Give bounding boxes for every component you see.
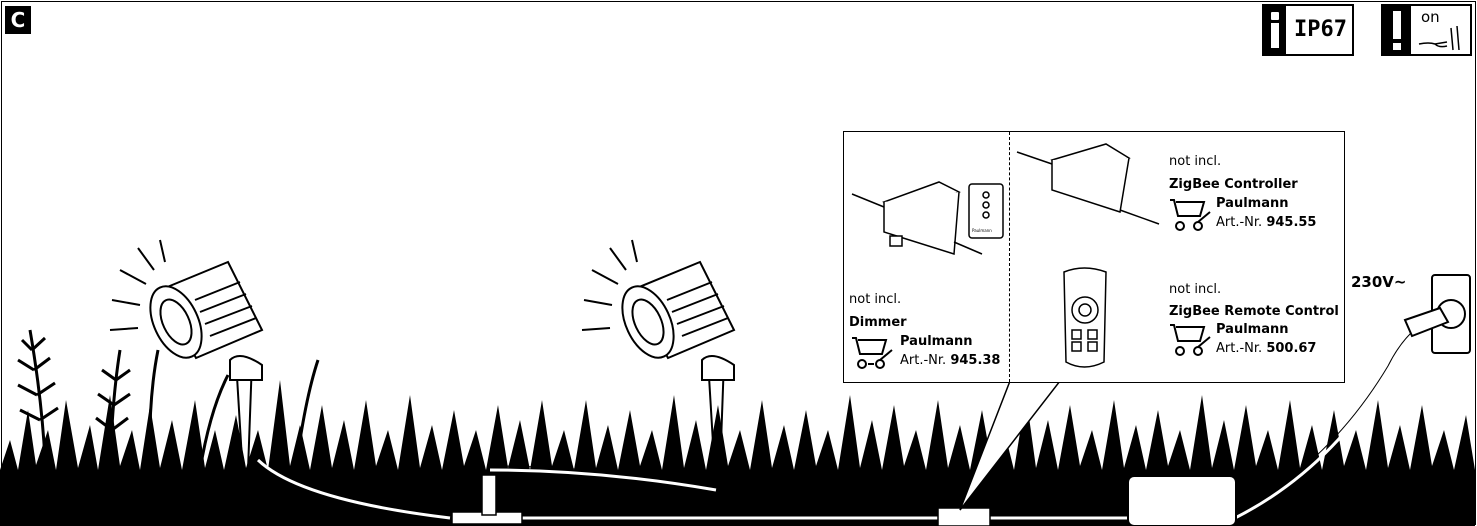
spotlight-left <box>109 239 264 526</box>
zigbee-remote-drawing <box>1063 267 1107 368</box>
ip-rating-badge: IP67 <box>1262 4 1354 56</box>
info-icon <box>1264 6 1286 54</box>
zigbee-module <box>937 507 991 526</box>
remote-name: ZigBee Remote Control <box>1169 304 1339 319</box>
controller-brand: Paulmann <box>1216 196 1289 211</box>
shopping-cart-icon <box>1170 199 1211 231</box>
shopping-cart-icon <box>1170 324 1211 356</box>
t-connector <box>451 474 523 525</box>
controller-availability: not incl. <box>1169 154 1222 169</box>
zigbee-controller-drawing <box>1016 143 1160 225</box>
shopping-cart-icon <box>852 337 893 369</box>
controller-article: Art.-Nr. 945.55 <box>1216 215 1317 230</box>
accessory-info-box: not incl. Dimmer Paulmann Art.-Nr. 945.3… <box>843 131 1345 383</box>
remote-article: Art.-Nr. 500.67 <box>1216 341 1317 356</box>
plug-icon <box>1403 306 1450 338</box>
ip-rating-text: IP67 <box>1294 17 1347 42</box>
panel-label: C <box>5 6 31 34</box>
accessory-drawings <box>851 143 1211 369</box>
accessory-divider <box>1009 132 1010 382</box>
fern-left <box>17 329 320 471</box>
dimmer-article: Art.-Nr. 945.38 <box>900 353 1001 368</box>
dimmer-device-drawing <box>851 181 1004 255</box>
voltage-label: 230V~ <box>1351 273 1407 291</box>
dimmer-availability: not incl. <box>849 292 902 307</box>
dimmer-name: Dimmer <box>849 315 907 330</box>
transformer-box <box>1127 475 1237 526</box>
hand-switch-icon <box>1418 25 1460 51</box>
switch-on-warning-badge: on <box>1381 4 1472 56</box>
remote-logo: Paulmann <box>972 228 992 233</box>
remote-availability: not incl. <box>1169 282 1222 297</box>
spotlight-middle <box>581 239 736 526</box>
grass-silhouette <box>0 380 1475 526</box>
switch-on-text: on <box>1421 8 1440 26</box>
dimmer-brand: Paulmann <box>900 334 973 349</box>
remote-brand: Paulmann <box>1216 322 1289 337</box>
controller-name: ZigBee Controller <box>1169 177 1298 192</box>
warning-icon <box>1383 6 1411 54</box>
